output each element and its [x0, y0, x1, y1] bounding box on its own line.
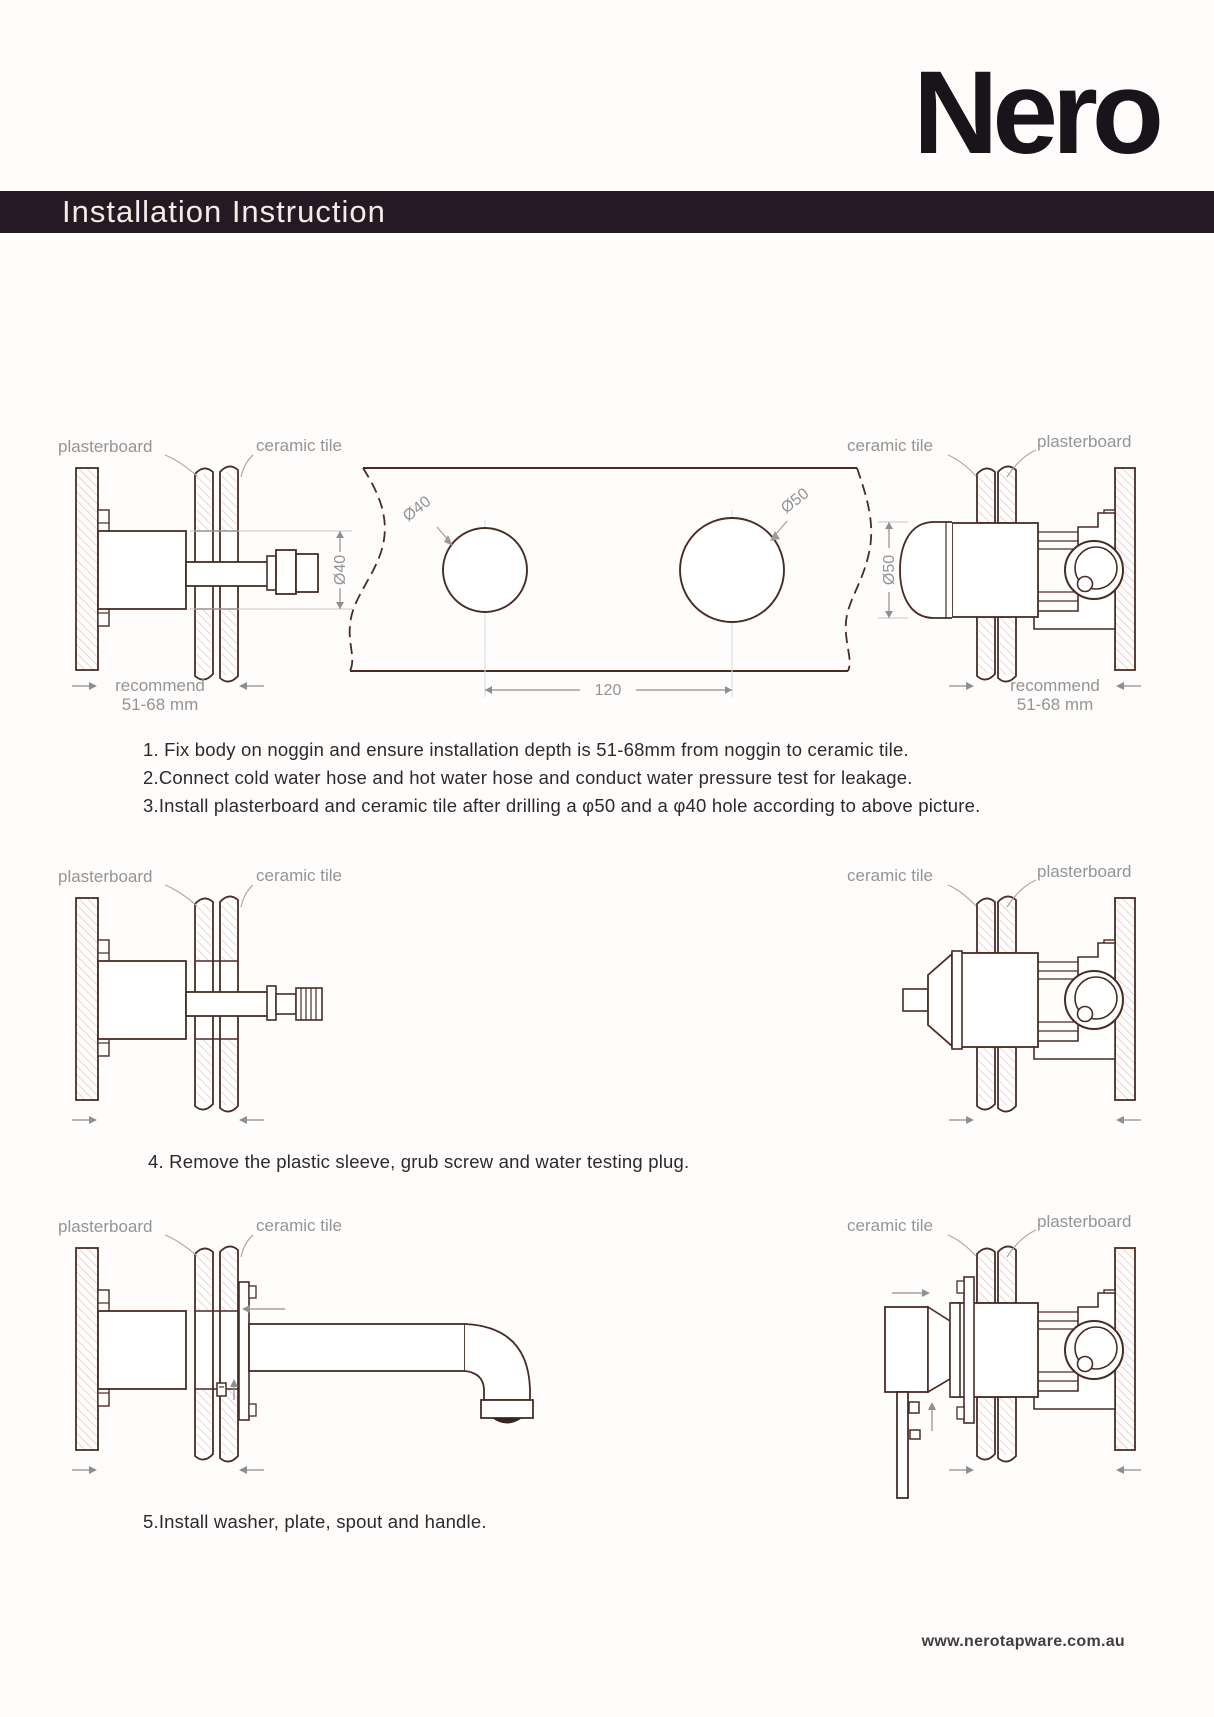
hole-spacing-dim: 120 [595, 682, 622, 699]
depth-range-label: 51-68 mm [122, 695, 199, 714]
ceramic-tile-label: ceramic tile [847, 436, 933, 455]
instruction-steps-1-3: 1. Fix body on noggin and ensure install… [143, 736, 980, 820]
hole40-label: Ø40 [400, 493, 434, 525]
diagram-spout-installed [71, 1234, 534, 1475]
ceramic-tile-label: ceramic tile [256, 1216, 342, 1235]
diagram-mixer-body-section: Ø50 [878, 449, 1142, 691]
plasterboard-label: plasterboard [58, 437, 153, 456]
dia50-dim-label: Ø50 [881, 555, 898, 585]
nero-logo: Nero [913, 47, 1164, 179]
ceramic-tile-label: ceramic tile [256, 866, 342, 885]
depth-range-label: 51-68 mm [1017, 695, 1094, 714]
plasterboard-label: plasterboard [1037, 1212, 1132, 1231]
website-url: www.nerotapware.com.au [921, 1633, 1125, 1650]
diagram-wall-panel-holes: Ø40 Ø50 120 [348, 467, 873, 699]
diagram-handle-installed [884, 1229, 1142, 1499]
instruction-step-1: 1. Fix body on noggin and ensure install… [143, 739, 909, 760]
dia40-dim-label: Ø40 [332, 555, 349, 585]
recommend-label: recommend [115, 676, 205, 695]
plasterboard-label: plasterboard [58, 867, 153, 886]
title-banner: Installation Instruction [0, 191, 1214, 233]
instruction-step-3: 3.Install plasterboard and ceramic tile … [143, 795, 981, 816]
ceramic-tile-label: ceramic tile [847, 866, 933, 885]
hole50-label: Ø50 [778, 485, 812, 517]
diagram-spout-body-section: Ø40 [71, 454, 352, 691]
plasterboard-label: plasterboard [58, 1217, 153, 1236]
plasterboard-label: plasterboard [1037, 432, 1132, 451]
ceramic-tile-label: ceramic tile [847, 1216, 933, 1235]
page-title: Installation Instruction [62, 194, 386, 229]
instruction-step-2: 2.Connect cold water hose and hot water … [143, 767, 913, 788]
plasterboard-label: plasterboard [1037, 862, 1132, 881]
ceramic-tile-label: ceramic tile [256, 436, 342, 455]
diagram-mixer-sleeve-removed [902, 879, 1142, 1125]
diagram-spout-sleeve-removed [71, 884, 323, 1125]
recommend-label: recommend [1010, 676, 1100, 695]
instruction-step-5: 5.Install washer, plate, spout and handl… [143, 1511, 487, 1532]
instruction-step-4: 4. Remove the plastic sleeve, grub screw… [148, 1151, 690, 1172]
